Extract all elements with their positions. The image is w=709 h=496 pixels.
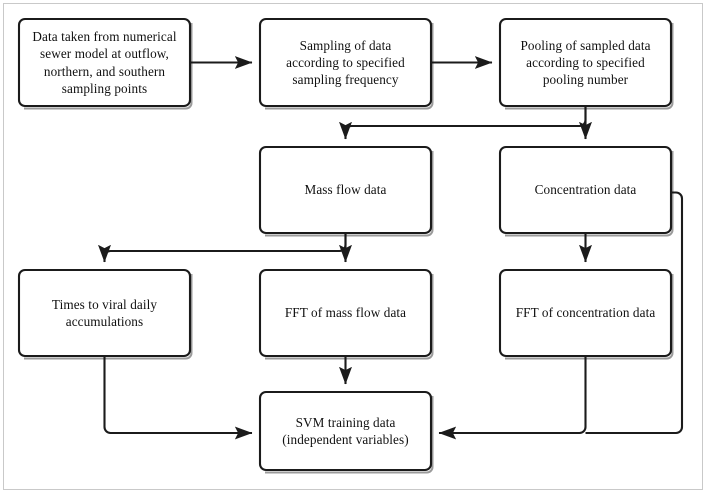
edge-mass-flow-to-times-viral <box>97 233 347 263</box>
fft-of-concentration-data-box[interactable] <box>500 270 671 356</box>
fft-of-concentration-data-box-outline <box>498 268 673 358</box>
connector-lines <box>97 55 684 440</box>
mass-flow-data-box[interactable] <box>260 147 431 233</box>
svm-training-data-box-outline <box>258 390 433 472</box>
fft-of-mass-flow-data-box[interactable] <box>260 270 431 356</box>
pooling-box-outline <box>498 17 673 108</box>
node-shadows <box>24 23 674 474</box>
concentration-data-box[interactable] <box>500 147 671 233</box>
node-outlines <box>17 17 673 472</box>
fft-of-mass-flow-data-box-outline <box>258 268 433 358</box>
sampling-box-outline <box>258 17 433 108</box>
concentration-data-box-outline <box>498 145 673 235</box>
pooling-box[interactable] <box>500 19 671 106</box>
times-to-viral-daily-accumulations-box-outline <box>17 268 192 358</box>
times-to-viral-daily-accumulations-box[interactable] <box>19 270 190 356</box>
edge-times-viral-to-svm <box>103 356 253 440</box>
svm-training-data-box[interactable] <box>260 392 431 470</box>
data-source-box-outline <box>17 17 192 108</box>
edge-fft-concentration-to-svm <box>438 356 587 440</box>
edge-pooling-to-mass-flow <box>338 106 587 140</box>
mass-flow-data-box-outline <box>258 145 433 235</box>
edge-concentration-bypass-to-svm <box>585 191 684 435</box>
data-source-box[interactable] <box>19 19 190 106</box>
sampling-box[interactable] <box>260 19 431 106</box>
